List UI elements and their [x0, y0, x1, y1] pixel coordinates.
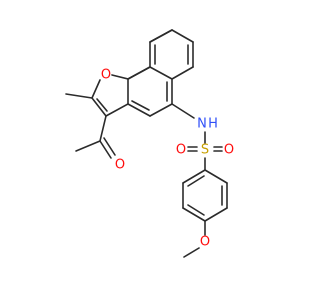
bond [65, 93, 93, 99]
bond [149, 66, 173, 80]
bond [91, 97, 107, 117]
atom-label-hydrogen: H [208, 117, 218, 132]
bond [91, 79, 101, 99]
bond [111, 74, 129, 80]
atom-label-oxygen-furan: O [101, 68, 111, 83]
bond [149, 103, 173, 117]
bond [182, 207, 206, 222]
bonds [65, 29, 228, 258]
bond [127, 103, 151, 117]
bond [99, 140, 112, 159]
bond [204, 169, 228, 184]
bond [204, 207, 228, 222]
atom-label-oxygen-acetyl: O [115, 158, 125, 173]
bond [187, 175, 205, 187]
molecule-diagram: O O N H S O O O [65, 29, 234, 258]
atom-labels: O O N H S O O O [101, 68, 234, 250]
bond [103, 137, 116, 156]
bond [187, 204, 205, 216]
atom-label-oxygen-sulfonyl-right: O [224, 143, 234, 158]
bond [171, 66, 194, 80]
atom-label-oxygen-sulfonyl-left: O [176, 143, 186, 158]
bond [99, 115, 107, 142]
structure-drawing: O O N H S O O O [65, 29, 234, 258]
bond [75, 140, 101, 152]
bond [183, 247, 200, 258]
atom-label-oxygen-methoxy: O [200, 235, 210, 250]
bond [171, 103, 195, 119]
bond [171, 29, 194, 43]
bond [105, 103, 129, 117]
bond [127, 66, 151, 80]
atom-label-nitrogen: N [197, 117, 207, 132]
bond [96, 98, 108, 112]
bond [149, 29, 173, 43]
bond [182, 169, 206, 184]
bond [131, 100, 150, 111]
atom-label-sulfur: S [201, 143, 209, 158]
